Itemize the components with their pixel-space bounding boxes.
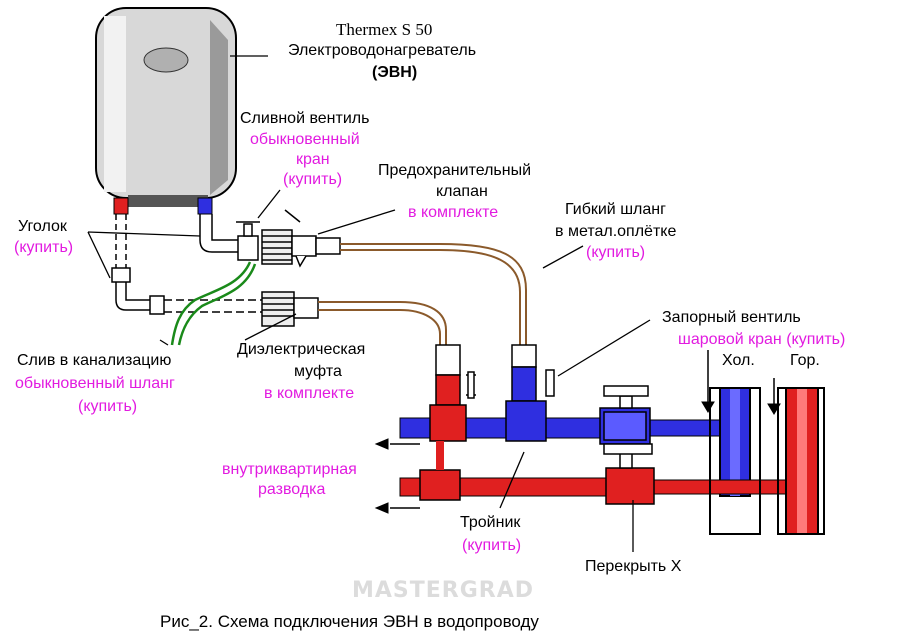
- drain-valve-buy[interactable]: (купить): [283, 171, 343, 188]
- cold-tee-upper: [505, 344, 555, 442]
- shutoff-valve-hot: [603, 443, 655, 505]
- heater-abbr-label: (ЭВН): [372, 64, 418, 81]
- shutoff-valve-type[interactable]: шаровой кран (купить): [678, 331, 846, 348]
- internal-wiring-line2: разводка: [258, 481, 326, 498]
- close-label: Перекрыть Х: [585, 558, 682, 575]
- sewer-drain-title: Слив в канализацию: [17, 352, 172, 369]
- riser-hot-label: Гор.: [790, 352, 820, 369]
- drain-valve-type-1: обыкновенный: [250, 131, 360, 148]
- dielectric-line2: муфта: [294, 363, 342, 380]
- safety-valve-line2: клапан: [436, 183, 488, 200]
- hot-tee-lower: [419, 441, 461, 501]
- tee-buy[interactable]: (купить): [462, 537, 522, 554]
- hot-tee-upper: [429, 344, 476, 442]
- flexible-hoses: [318, 243, 527, 345]
- heater-model-label: Thermex S 50: [336, 20, 433, 39]
- dielectric-coupling: [261, 291, 319, 327]
- shutoff-valve-title: Запорный вентиль: [662, 309, 801, 326]
- drain-valve: [236, 221, 260, 261]
- water-heater-tank: [95, 7, 237, 207]
- drain-valve-title: Сливной вентиль: [240, 110, 370, 127]
- tee-title: Тройник: [460, 514, 521, 531]
- safety-valve-note: в комплекте: [408, 204, 499, 221]
- dielectric-note: в комплекте: [264, 385, 355, 402]
- elbow-title: Уголок: [18, 218, 67, 235]
- elbow-buy[interactable]: (купить): [14, 239, 74, 256]
- dielectric-line1: Диэлектрическая: [237, 341, 366, 358]
- flex-hose-line2: в метал.оплётке: [555, 223, 677, 240]
- drain-hose: [170, 261, 257, 346]
- caption-text: Схема подключения ЭВН в водопроводу: [217, 612, 539, 631]
- safety-valve: [261, 229, 341, 268]
- internal-wiring-line1: внутриквартирная: [222, 461, 357, 478]
- heater-piping: [111, 214, 262, 315]
- drain-valve-type-2: кран: [296, 151, 330, 168]
- sewer-drain-buy[interactable]: (купить): [78, 398, 138, 415]
- sewer-drain-type: обыкновенный шланг: [15, 375, 175, 392]
- flex-hose-line1: Гибкий шланг: [565, 201, 666, 218]
- heater-name-label: Электроводонагреватель: [288, 42, 477, 59]
- heater-inlet-outlet-stubs: [113, 197, 213, 215]
- watermark: MASTERGRAD: [352, 578, 535, 603]
- flex-hose-buy[interactable]: (купить): [586, 244, 646, 261]
- riser-frame: [709, 387, 825, 535]
- safety-valve-line1: Предохранительный: [378, 162, 532, 179]
- caption-prefix: Рис_2.: [160, 612, 213, 631]
- leader-lines: [87, 55, 651, 552]
- riser-cold-label: Хол.: [722, 352, 755, 369]
- figure-caption: Рис_2. Схема подключения ЭВН в водопрово…: [160, 612, 539, 631]
- shutoff-valve-cold: [599, 385, 651, 445]
- flow-arrows: [284, 209, 781, 514]
